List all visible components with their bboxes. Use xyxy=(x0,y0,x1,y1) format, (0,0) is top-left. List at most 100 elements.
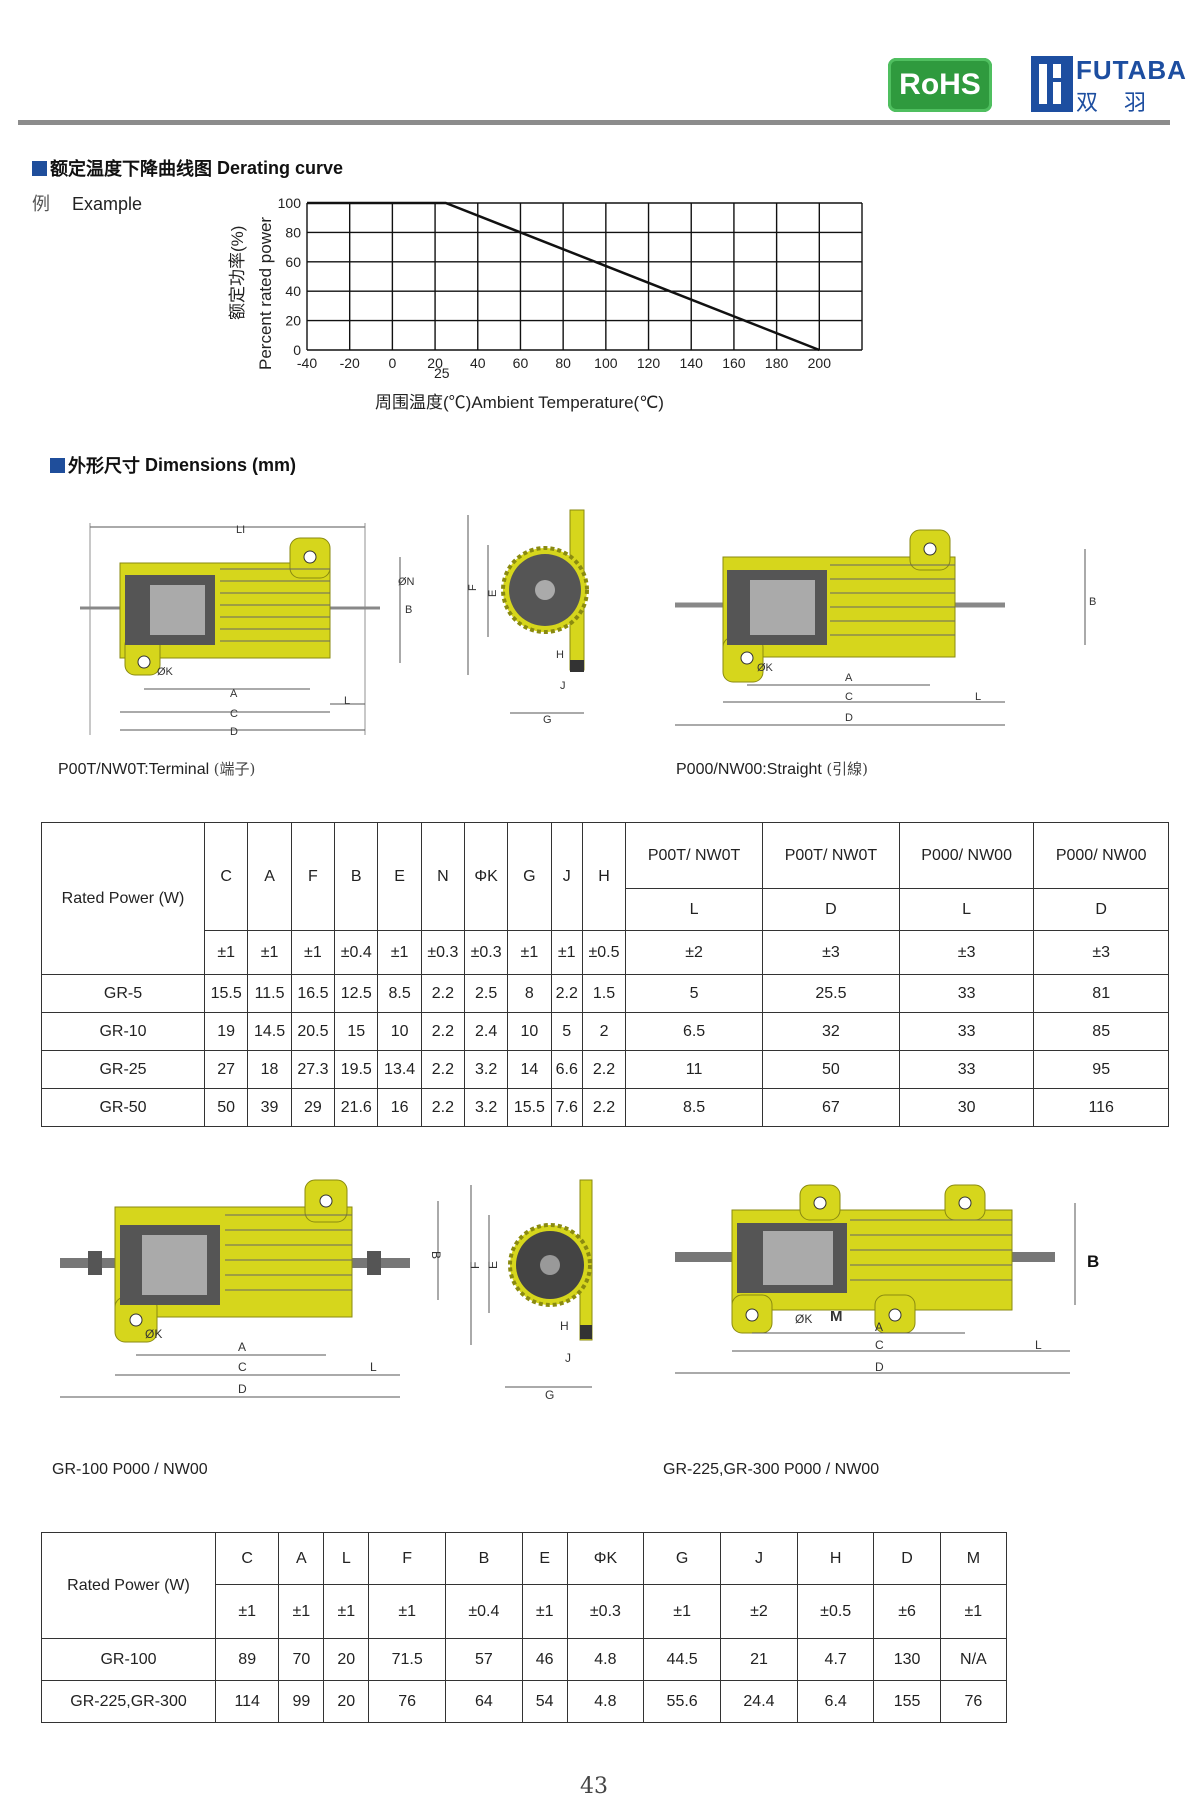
col-header: C xyxy=(203,822,249,931)
value-cell: 8.5 xyxy=(625,1088,763,1127)
col-header: ΦK xyxy=(566,1532,645,1585)
dim-label-b: B xyxy=(429,1251,443,1259)
tolerance-cell: ±0.3 xyxy=(463,930,509,975)
value-cell: 5 xyxy=(550,1012,583,1051)
derating-series-line xyxy=(307,201,820,352)
col-header: H xyxy=(581,822,627,931)
example-label-en: Example xyxy=(72,194,143,214)
straight-resistor-drawing: ØK B A C L D xyxy=(675,529,1096,726)
value-cell: 2.2 xyxy=(420,1088,466,1127)
dim-label-l1: LI xyxy=(236,524,245,536)
model-cell: GR-25 xyxy=(41,1050,205,1089)
value-cell: 64 xyxy=(445,1680,523,1723)
tolerance-cell: ±1 xyxy=(643,1584,722,1639)
dim-label-l: L xyxy=(1035,1338,1042,1352)
value-cell: 11 xyxy=(625,1050,763,1089)
tolerance-cell: ±0.5 xyxy=(581,930,627,975)
group-sub-header: D xyxy=(1033,888,1169,931)
col-header: H xyxy=(796,1532,875,1585)
value-cell: 14.5 xyxy=(247,1012,292,1051)
value-cell: 44.5 xyxy=(643,1638,722,1681)
value-cell: 3.2 xyxy=(463,1088,509,1127)
dim-label-d: D xyxy=(875,1360,884,1374)
derating-ylabel-en: Percent rated power xyxy=(256,217,275,370)
value-cell: 25.5 xyxy=(762,974,900,1013)
value-cell: 2.2 xyxy=(420,1050,466,1089)
value-cell: 114 xyxy=(214,1680,280,1723)
y-tick-label: 40 xyxy=(285,283,301,299)
value-cell: 15.5 xyxy=(203,974,249,1013)
gr225-resistor-drawing: ØK M B A C L D xyxy=(675,1184,1099,1374)
derating-section-title: 额定温度下降曲线图 Derating curve xyxy=(32,155,343,181)
value-cell: 30 xyxy=(898,1088,1035,1127)
tolerance-cell: ±1 xyxy=(214,1584,280,1639)
derating-grid xyxy=(306,202,863,351)
tolerance-cell: ±1 xyxy=(323,1584,370,1639)
col-header: B xyxy=(445,1532,523,1585)
tolerance-cell: ±1 xyxy=(247,930,292,975)
tolerance-cell: ±1 xyxy=(278,1584,325,1639)
terminal-resistor-drawing: LI ØK ØN B A L C D xyxy=(80,523,415,738)
dim-label-d: D xyxy=(230,726,238,738)
value-cell: 21.6 xyxy=(334,1088,379,1127)
value-cell: 14 xyxy=(507,1050,552,1089)
dim-label-l: L xyxy=(975,691,981,703)
value-cell: 19 xyxy=(203,1012,249,1051)
tolerance-cell: ±6 xyxy=(873,1584,941,1639)
tolerance-cell: ±1 xyxy=(507,930,552,975)
value-cell: 19.5 xyxy=(334,1050,379,1089)
rohs-badge: RoHS xyxy=(888,58,992,112)
tolerance-cell: ±1 xyxy=(368,1584,447,1639)
x-tick-label: 100 xyxy=(594,355,618,371)
col-header: C xyxy=(214,1532,280,1585)
value-cell: 16 xyxy=(377,1088,422,1127)
tolerance-cell: ±1 xyxy=(939,1584,1008,1639)
derating-title-cn: 额定温度下降曲线图 xyxy=(50,159,212,179)
value-cell: 33 xyxy=(898,1012,1035,1051)
col-header: G xyxy=(507,822,552,931)
value-cell: 27 xyxy=(203,1050,249,1089)
y-tick-label: 100 xyxy=(278,195,302,211)
dim-label-n: ØN xyxy=(398,576,415,588)
col-header: N xyxy=(420,822,466,931)
value-cell: 3.2 xyxy=(463,1050,509,1089)
value-cell: 54 xyxy=(521,1680,568,1723)
tolerance-cell: ±0.5 xyxy=(796,1584,875,1639)
tolerance-cell: ±3 xyxy=(1033,930,1169,975)
dim-label-d: D xyxy=(845,712,853,724)
derating-title-en: Derating curve xyxy=(217,157,344,178)
dim-label-b: B xyxy=(1087,1252,1099,1271)
value-cell: 2.2 xyxy=(420,974,466,1013)
caption-terminal: P00T/NW0T:Terminal (端子) xyxy=(58,758,255,779)
x-tick-label: 20 xyxy=(427,355,443,371)
rated-power-header: Rated Power (W) xyxy=(41,822,205,975)
value-cell: 20.5 xyxy=(290,1012,336,1051)
derating-ylabel-cn: 额定功率(%) xyxy=(228,226,247,320)
value-cell: 99 xyxy=(278,1680,325,1723)
group-sub-header: L xyxy=(625,888,763,931)
resistor-side-view-drawing: F E H J G xyxy=(467,509,589,726)
header-divider xyxy=(18,120,1170,125)
value-cell: 2.2 xyxy=(420,1012,466,1051)
caption-straight-text: P000/NW00:Straight xyxy=(676,761,822,778)
value-cell: 70 xyxy=(278,1638,325,1681)
derating-xlabel: 周围温度(℃)Ambient Temperature(℃) xyxy=(375,393,664,412)
caption-straight: P000/NW00:Straight (引線) xyxy=(676,758,868,779)
dim-label-f: F xyxy=(467,584,479,591)
x-tick-label: -40 xyxy=(297,355,317,371)
tolerance-cell: ±0.4 xyxy=(445,1584,523,1639)
value-cell: 10 xyxy=(507,1012,552,1051)
x-tick-label: 180 xyxy=(765,355,789,371)
dim-label-e: E xyxy=(487,590,499,597)
value-cell: 2 xyxy=(581,1012,627,1051)
col-header: A xyxy=(278,1532,325,1585)
dim-label-b: B xyxy=(405,604,412,616)
value-cell: 130 xyxy=(873,1638,941,1681)
value-cell: 2.2 xyxy=(550,974,583,1013)
